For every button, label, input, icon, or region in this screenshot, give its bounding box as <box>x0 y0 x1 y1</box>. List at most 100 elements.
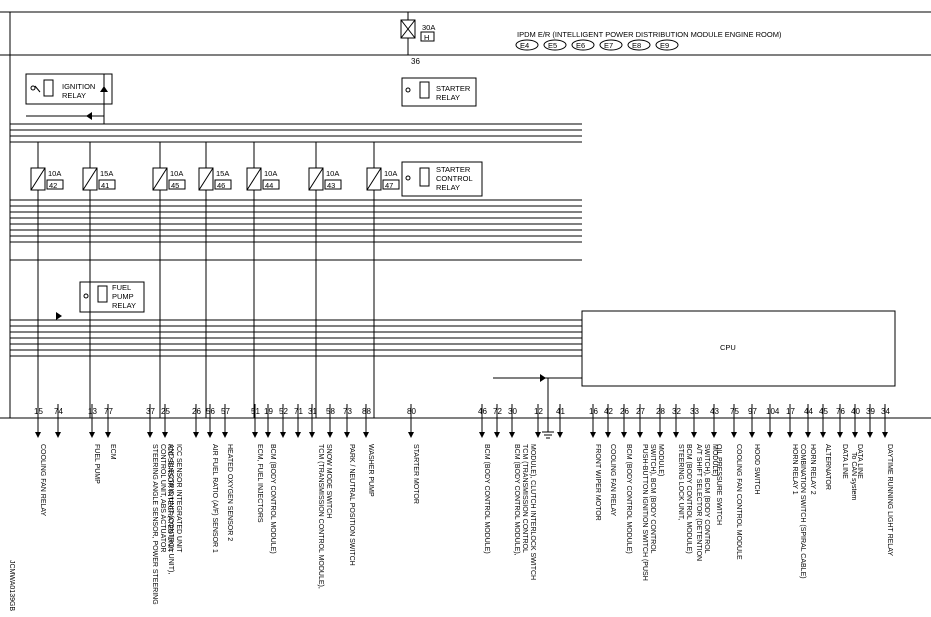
pin-number: 46 <box>478 407 487 416</box>
pin-arrow <box>408 432 414 438</box>
destination-label: AND ELECTRIC UNIT (CONTROL UNIT), <box>167 444 174 574</box>
destination-label: ECM <box>109 444 116 460</box>
pin-arrow <box>711 432 717 438</box>
connector-badge <box>571 39 595 51</box>
connector-badge <box>543 39 567 51</box>
destination-label: ICC SENSOR INTEGRATED UNIT <box>175 444 182 553</box>
fuse-rating: 15A <box>216 169 229 178</box>
fuse-rating: 15A <box>100 169 113 178</box>
pin-number: 44 <box>804 407 813 416</box>
pin-number: 75 <box>730 407 739 416</box>
destination-label: COOLING FAN CONTROL MODULE <box>735 444 742 560</box>
figure-id: JCMWA0139GB <box>8 560 15 611</box>
destination-label: MODULE) <box>657 444 664 476</box>
fuse-number: 47 <box>385 181 393 190</box>
pin-arrow <box>882 432 888 438</box>
pin-number: 12 <box>534 407 543 416</box>
pin-arrow <box>265 432 271 438</box>
pin-arrow <box>691 432 697 438</box>
ignition-relay-label-2: RELAY <box>62 91 86 100</box>
pin-arrow <box>363 432 369 438</box>
destination-label: PUSH-BUTTON IGNITION SWITCH (PUSH <box>641 444 648 581</box>
destination-label: DATA LINE <box>841 444 848 479</box>
destination-label: A/T SHIFT SELECTOR (DETENTION <box>695 444 702 561</box>
pin-number: 13 <box>88 407 97 416</box>
destination-label: ICC SENSOR INTEGRATED UNIT <box>166 444 173 553</box>
pin-arrow <box>731 432 737 438</box>
destination-label: SWITCH), BCM (BODY CONTROL <box>649 444 656 554</box>
destination-label: HORN RELAY 2 <box>809 444 816 495</box>
pin-arrow <box>207 432 213 438</box>
pin-arrow <box>637 432 643 438</box>
pin-arrow <box>252 432 258 438</box>
pin-number: 56 <box>206 407 215 416</box>
destination-label: BCM (BODY CONTROL MODULE) <box>483 444 490 554</box>
pin-number: 30 <box>508 407 517 416</box>
starter-relay: STARTER RELAY <box>401 77 477 107</box>
destination-label: COMBINATION SWITCH (SPIRAL CABLE) <box>799 444 806 579</box>
pin-number: 88 <box>362 407 371 416</box>
destination-label: DATA LINE <box>856 444 863 479</box>
pin-number: 72 <box>493 407 502 416</box>
pin-number: 45 <box>819 407 828 416</box>
pin-number: 76 <box>836 407 845 416</box>
pin-arrow <box>852 432 858 438</box>
connector-badge <box>627 39 651 51</box>
pin-number: 33 <box>690 407 699 416</box>
ground-diode <box>493 374 582 439</box>
destination-label: BCM (BODY CONTROL MODULE) <box>269 444 276 554</box>
starter-control-relay-label-3: RELAY <box>436 183 460 192</box>
pin-arrow <box>222 432 228 438</box>
ignition-relay: IGNITION RELAY <box>25 73 113 124</box>
pin-number: 42 <box>604 407 613 416</box>
pin-arrow <box>280 432 286 438</box>
pin-arrow <box>805 432 811 438</box>
fuel-pump-relay-label-3: RELAY <box>112 301 136 310</box>
starter-control-relay-label-1: STARTER <box>436 165 471 174</box>
destination-label: BCM (BODY CONTROL MODULE) <box>685 444 692 554</box>
starter-control-relay-label-2: CONTROL <box>436 174 473 183</box>
pin-number: 17 <box>786 407 795 416</box>
pin-number: 28 <box>656 407 665 416</box>
main-fuse-id: H <box>424 33 429 42</box>
destination-label: TCM (TRANSMISSION CONTROL <box>521 444 528 553</box>
fuse-rating: 10A <box>264 169 277 178</box>
fuse-number: 43 <box>327 181 335 190</box>
fuse-number: 44 <box>265 181 273 190</box>
connector-id: E5 <box>548 41 557 50</box>
fuse-rating: 10A <box>326 169 339 178</box>
pin-number: 51 <box>251 407 260 416</box>
pin-arrow <box>89 432 95 438</box>
fuel-pump-relay-label-2: PUMP <box>112 292 134 301</box>
pin-number: 58 <box>326 407 335 416</box>
pin-number: 39 <box>866 407 875 416</box>
pin-arrow <box>147 432 153 438</box>
pin-arrow <box>535 432 541 438</box>
pin-arrow <box>105 432 111 438</box>
destination-label: COOLING FAN RELAY <box>39 444 46 517</box>
destination-label: AIR FUEL RATIO (A/F) SENSOR 1 <box>211 444 218 553</box>
pin-number: 26 <box>620 407 629 416</box>
destination-label: FRONT WIPER MOTOR <box>594 444 601 521</box>
main-fuse: 30A H 36 <box>400 12 435 66</box>
main-fuse-terminal: 36 <box>411 57 420 66</box>
pin-arrow <box>749 432 755 438</box>
fuse-number: 46 <box>217 181 225 190</box>
pin-number: 40 <box>851 407 860 416</box>
pin-arrow <box>767 432 773 438</box>
destination-label: HOOD SWITCH <box>753 444 760 495</box>
fuse-rating: 10A <box>170 169 183 178</box>
connector-id: E9 <box>660 41 669 50</box>
connector-id: E6 <box>576 41 585 50</box>
pin-number: 15 <box>34 407 43 416</box>
pin-number: 34 <box>881 407 890 416</box>
connector-badge <box>599 39 623 51</box>
destination-label: SNOW MODE SWITCH <box>325 444 332 518</box>
module-title: IPDM E/R (INTELLIGENT POWER DISTRIBUTION… <box>517 30 782 39</box>
destination-label: MODULE) <box>711 444 718 476</box>
fuse-number: 45 <box>171 181 179 190</box>
